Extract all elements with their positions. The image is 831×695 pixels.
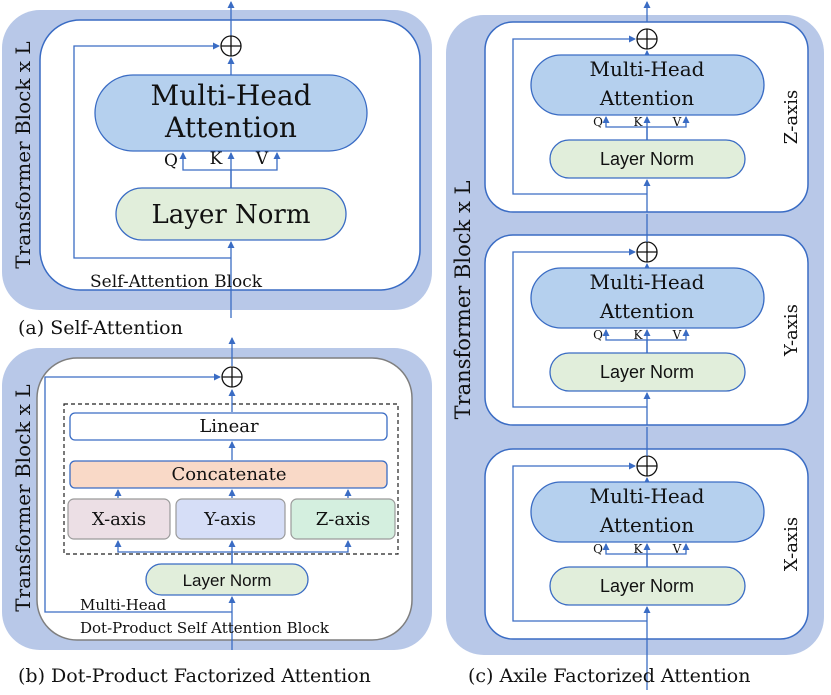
skip-connection <box>512 35 647 195</box>
attention-label-line2: Attention <box>599 86 694 110</box>
v-arrow <box>231 152 281 171</box>
linear-box <box>69 412 388 441</box>
block-label-b-line2: Dot-Product Self Attention Block <box>80 619 330 637</box>
layer-norm-box <box>115 187 347 241</box>
concatenate-box <box>69 460 388 489</box>
layer-norm-box-b <box>145 563 309 596</box>
concatenate-label: Concatenate <box>171 464 286 485</box>
skip-connection <box>512 462 647 622</box>
y-axis-box <box>175 498 286 540</box>
layer-norm-label-b: Layer Norm <box>183 571 272 590</box>
residual-add-icon <box>220 35 242 57</box>
caption-b: (b) Dot-Product Factorized Attention <box>18 665 371 687</box>
v-label: V <box>672 542 682 556</box>
layer-norm-label: Layer Norm <box>600 149 694 169</box>
q-label: Q <box>593 542 603 556</box>
layer-norm-box <box>549 352 746 392</box>
caption-c: (c) Axile Factorized Attention <box>468 665 750 687</box>
v-label: V <box>255 149 269 169</box>
residual-add-icon <box>636 28 658 50</box>
layer-norm-box <box>549 139 746 179</box>
axis-label: X-axis <box>781 517 802 571</box>
k-label: K <box>634 328 644 342</box>
panel-a-block <box>39 19 421 291</box>
panel-c-side-label: Transformer Block x L <box>451 181 475 420</box>
ln-to-z-arrow <box>232 540 352 553</box>
multi-head-attention-box <box>530 267 765 329</box>
layer-norm-box <box>549 566 746 606</box>
z-axis-label: Z-axis <box>316 509 370 530</box>
residual-add-icon <box>221 366 243 388</box>
panel-b: Transformer Block x L Linear Concatenate… <box>2 337 432 650</box>
v-label: V <box>672 115 682 129</box>
layer-norm-label: Layer Norm <box>151 200 310 230</box>
q-label: Q <box>593 115 603 129</box>
linear-label: Linear <box>199 416 259 437</box>
attention-label-line1: Multi-Head <box>590 57 705 81</box>
panel-a-side-label: Transformer Block x L <box>11 41 35 268</box>
k-label: K <box>634 115 644 129</box>
skip-connection <box>512 248 647 408</box>
block-label: Self-Attention Block <box>90 272 263 292</box>
z-axis-box <box>290 498 396 540</box>
attention-label-line2: Attention <box>599 299 694 323</box>
panel-b-side-label: Transformer Block x L <box>11 384 35 611</box>
attention-label-line2: Attention <box>164 111 297 144</box>
x-axis-label: X-axis <box>92 509 146 530</box>
layer-norm-label: Layer Norm <box>600 362 694 382</box>
skip-connection <box>73 42 231 259</box>
attention-label-line1: Multi-Head <box>590 484 705 508</box>
v-arrow <box>647 116 690 128</box>
v-arrow <box>647 543 690 555</box>
block-label-b-line1: Multi-Head <box>80 596 167 614</box>
q-label: Q <box>164 151 178 171</box>
residual-add-icon <box>636 455 658 477</box>
y-axis-label: Y-axis <box>203 509 256 530</box>
residual-add-icon <box>636 241 658 263</box>
skip-connection-b <box>44 373 232 613</box>
attention-label-line2: Attention <box>599 513 694 537</box>
factorized-group-dashed <box>63 403 399 555</box>
attention-label-line1: Multi-Head <box>590 270 705 294</box>
axis-label: Z-axis <box>781 90 802 144</box>
v-arrow <box>647 329 690 341</box>
multi-head-attention-box <box>94 74 368 152</box>
panel-c: Transformer Block x L Multi-HeadAttentio… <box>446 1 824 690</box>
panel-a: Transformer Block x L Multi-Head Attenti… <box>2 1 432 318</box>
multi-head-attention-box <box>530 481 765 543</box>
layer-norm-label: Layer Norm <box>600 576 694 596</box>
multi-head-attention-box <box>530 54 765 116</box>
axis-label: Y-axis <box>781 304 802 357</box>
v-label: V <box>672 328 682 342</box>
k-label: K <box>634 542 644 556</box>
attention-label-line1: Multi-Head <box>151 79 312 112</box>
caption-a: (a) Self-Attention <box>18 317 183 339</box>
q-label: Q <box>593 328 603 342</box>
k-label: K <box>210 149 223 169</box>
x-axis-box <box>67 498 171 540</box>
